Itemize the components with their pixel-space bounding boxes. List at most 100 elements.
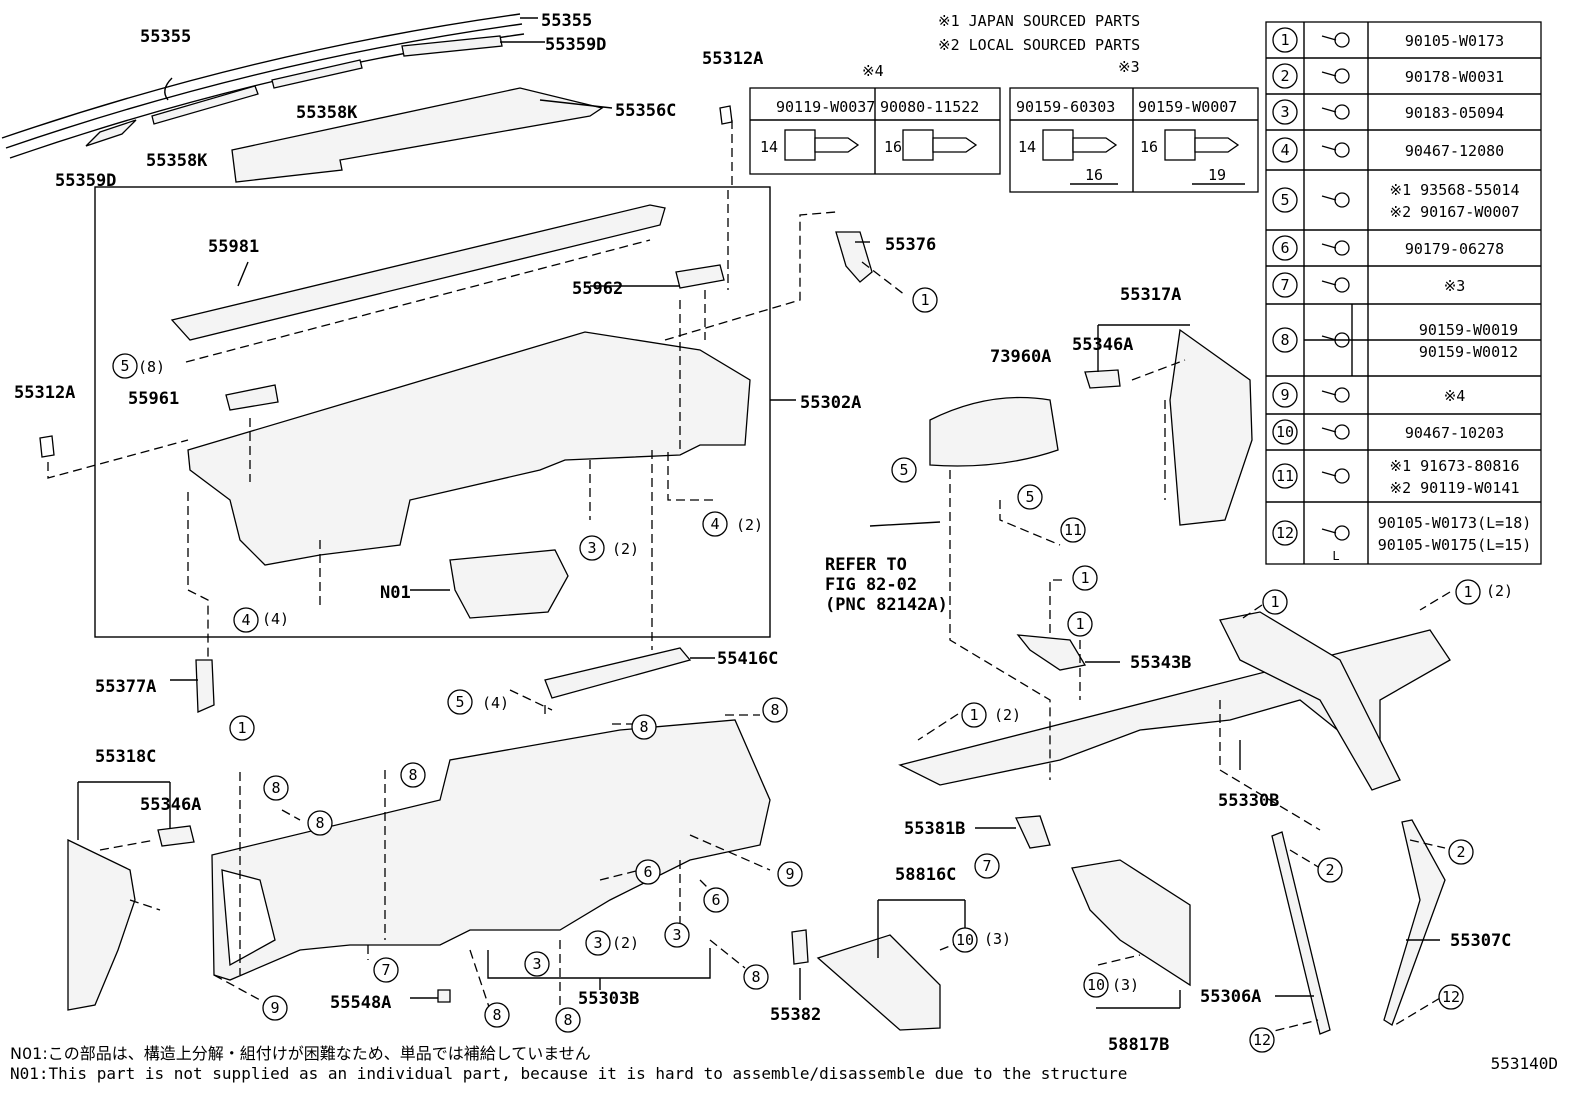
label-55548a: 55548A [330,993,391,1013]
fastener-index: 9 [1280,386,1289,404]
part-labels: 55355 55355 55359D 55359D 55358K 55358K … [14,11,1511,1055]
part-55377a [195,659,215,713]
label-55962: 55962 [572,279,623,299]
part-55359d-left [85,119,137,147]
svg-text:14: 14 [760,138,778,156]
fastener-icon [1334,468,1350,484]
callout-circle [1272,382,1298,408]
figure-code: 553140D [1490,1054,1558,1073]
fastener-part-number: ※1 91673-80816 [1390,457,1520,475]
label-55346a-upper: 55346A [1072,335,1133,355]
callout-number: 3 [587,539,596,557]
callout-circle [1083,972,1109,998]
label-55306a: 55306A [1200,987,1261,1007]
svg-text:16: 16 [1085,166,1103,184]
callout-suffix: (2) [994,706,1021,724]
callout-number: 4 [241,611,250,629]
footnote-japanese: N01:この部品は、構造上分解・組付けが困難なため、単品では補給していません [10,1044,591,1063]
fastener-icon [1334,387,1350,403]
callout-circle [447,689,473,715]
svg-text:90119-W0037: 90119-W0037 [776,98,875,116]
callout-circle [912,287,938,313]
callout-number: 3 [593,934,602,952]
callout-number: 7 [381,961,390,979]
fastener-icon [1334,32,1350,48]
callout-number: 8 [751,968,760,986]
label-58817b: 58817B [1108,1035,1169,1055]
part-n01 [449,549,569,619]
fastener-row: 9※4 [1266,375,1541,408]
fastener-index: 6 [1280,239,1289,257]
callout-number: 8 [563,1011,572,1029]
callout-number: 2 [1456,843,1465,861]
fastener-part-number: 90105-W0173(L=18) [1378,514,1532,532]
fastener-index: 10 [1276,423,1294,441]
callout-number: 1 [237,719,246,737]
callout-number: 12 [1442,988,1460,1006]
callout-suffix: (4) [262,610,289,628]
callout-circle [112,353,138,379]
callout-circle [1455,579,1481,605]
windshield-molding-group [1,13,604,183]
label-55317a: 55317A [1120,285,1181,305]
fastener-part-number: ※1 93568-55014 [1390,181,1520,199]
label-55358k-b: 55358K [146,151,208,171]
fastener-icon [1334,525,1350,541]
callout-circle [1067,611,1093,637]
part-55359d-right [401,35,503,57]
fastener-icon [1334,277,1350,293]
callout-circle [1272,27,1298,53]
part-55356c [231,87,604,183]
fastener-index: 1 [1280,31,1289,49]
part-55382 [791,929,809,965]
callout-circle [743,964,769,990]
callout-circle [777,861,803,887]
fastener-row: 7※3 [1266,265,1541,298]
fastener-index: 12 [1276,524,1294,542]
label-55356c: 55356C [615,101,676,121]
refer-line-2: FIG 82-02 [825,575,917,595]
part-58816c [816,934,941,1031]
part-55307c [1383,819,1446,1026]
mark-4: ※4 [862,62,884,80]
label-55303b: 55303B [578,989,639,1009]
svg-text:14: 14 [1018,138,1036,156]
callout-circle [585,930,611,956]
callout-number: 2 [1325,861,1334,879]
callout-circle [524,951,550,977]
fastener-part-number: 90467-12080 [1405,142,1504,160]
fastener-index: 5 [1280,191,1289,209]
callout-circle [1272,520,1298,546]
label-55377a: 55377A [95,677,156,697]
callout-circle [952,927,978,953]
label-55312a-left: 55312A [14,383,75,403]
callout-circle [1272,463,1298,489]
callout-circle [635,859,661,885]
fastener-part-number: 90467-10203 [1405,424,1504,442]
callout-number: 1 [969,706,978,724]
callout-number: 8 [271,779,280,797]
label-n01: N01 [380,583,411,603]
callout-number: 6 [643,863,652,881]
callout-circle [262,995,288,1021]
callout-circle [1262,589,1288,615]
mark-3: ※3 [1118,58,1140,76]
callout-circle [307,810,333,836]
callout-number: 1 [1080,569,1089,587]
part-55346a-lower [157,825,195,847]
callout-number: 5 [120,357,129,375]
part-55376 [835,231,873,283]
callout-circle [1249,1027,1275,1053]
clip-table-4: 90119-W0037 90080-11522 14 16 [749,87,1001,175]
label-55312a-top: 55312A [702,49,763,69]
callout-number: 11 [1064,521,1082,539]
callout-number: 7 [982,857,991,875]
callout-circle [263,775,289,801]
label-55382: 55382 [770,1005,821,1025]
fastener-part-number: 90105-W0173 [1405,32,1504,50]
instrument-panel-box [94,186,771,638]
